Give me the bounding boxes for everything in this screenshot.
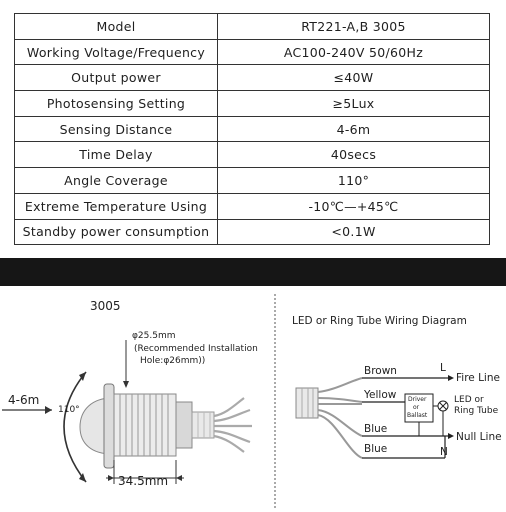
spec-value: ≤40W xyxy=(217,64,490,92)
led-label-1: LED or xyxy=(454,395,484,405)
angle-label: 110° xyxy=(58,405,80,415)
spec-value: ≥5Lux xyxy=(217,90,490,117)
spec-value: RT221-A,B 3005 xyxy=(217,13,490,40)
spec-label: Extreme Temperature Using xyxy=(14,192,218,220)
spec-label: Time Delay xyxy=(14,141,218,169)
driver-label-1: Driver xyxy=(408,396,427,403)
spec-label: Standby power consumption xyxy=(14,218,218,246)
spec-value: 4-6m xyxy=(217,115,490,143)
install-note-line-2: Hole:φ26mm)) xyxy=(140,356,206,366)
fire-line-label: Fire Line xyxy=(456,372,500,384)
spec-row: Standby power consumption<0.1W xyxy=(14,218,490,246)
diagram-section: 3005 φ25.5mm (Recommended Installation H… xyxy=(0,286,506,512)
width-dimension-label: 34.5mm xyxy=(118,474,169,488)
spec-label: Photosensing Setting xyxy=(14,90,218,117)
wiring-graphics xyxy=(295,375,454,459)
spec-value: AC100-240V 50/60Hz xyxy=(217,38,490,66)
terminal-n-label: N xyxy=(440,446,448,458)
wire-label-blue-1: Blue xyxy=(364,423,388,435)
diameter-label: φ25.5mm xyxy=(132,331,176,341)
product-model-label: 3005 xyxy=(90,299,121,313)
sensor-side-view xyxy=(2,340,252,484)
led-label-2: Ring Tube xyxy=(454,406,499,416)
driver-label-2: or xyxy=(413,404,420,411)
terminal-l-label: L xyxy=(440,362,446,374)
spec-row: Extreme Temperature Using-10℃—+45℃ xyxy=(14,192,490,220)
install-note-line-1: (Recommended Installation xyxy=(134,344,258,354)
spec-row: Photosensing Setting≥5Lux xyxy=(14,90,490,117)
spec-label: Working Voltage/Frequency xyxy=(14,38,218,66)
wire-label-yellow: Yellow xyxy=(364,389,397,401)
spec-label: Sensing Distance xyxy=(14,115,218,143)
diagram-graphics xyxy=(2,294,454,508)
spec-value: 40secs xyxy=(217,141,490,169)
driver-label-3: Ballast xyxy=(407,412,428,419)
section-divider-band xyxy=(0,258,506,286)
spec-label: Angle Coverage xyxy=(14,167,218,194)
sensing-range-label: 4-6m xyxy=(8,393,40,407)
wiring-diagram-title: LED or Ring Tube Wiring Diagram xyxy=(292,315,467,327)
null-line-label: Null Line xyxy=(456,431,502,443)
spec-value: <0.1W xyxy=(217,218,490,246)
wire-label-brown: Brown xyxy=(364,365,397,377)
spec-value: 110° xyxy=(217,167,490,194)
spec-label: Output power xyxy=(14,64,218,92)
wire-label-blue-2: Blue xyxy=(364,443,388,455)
spec-row: Output power≤40W xyxy=(14,64,490,92)
spec-label: Model xyxy=(14,13,218,40)
spec-value: -10℃—+45℃ xyxy=(217,192,490,220)
